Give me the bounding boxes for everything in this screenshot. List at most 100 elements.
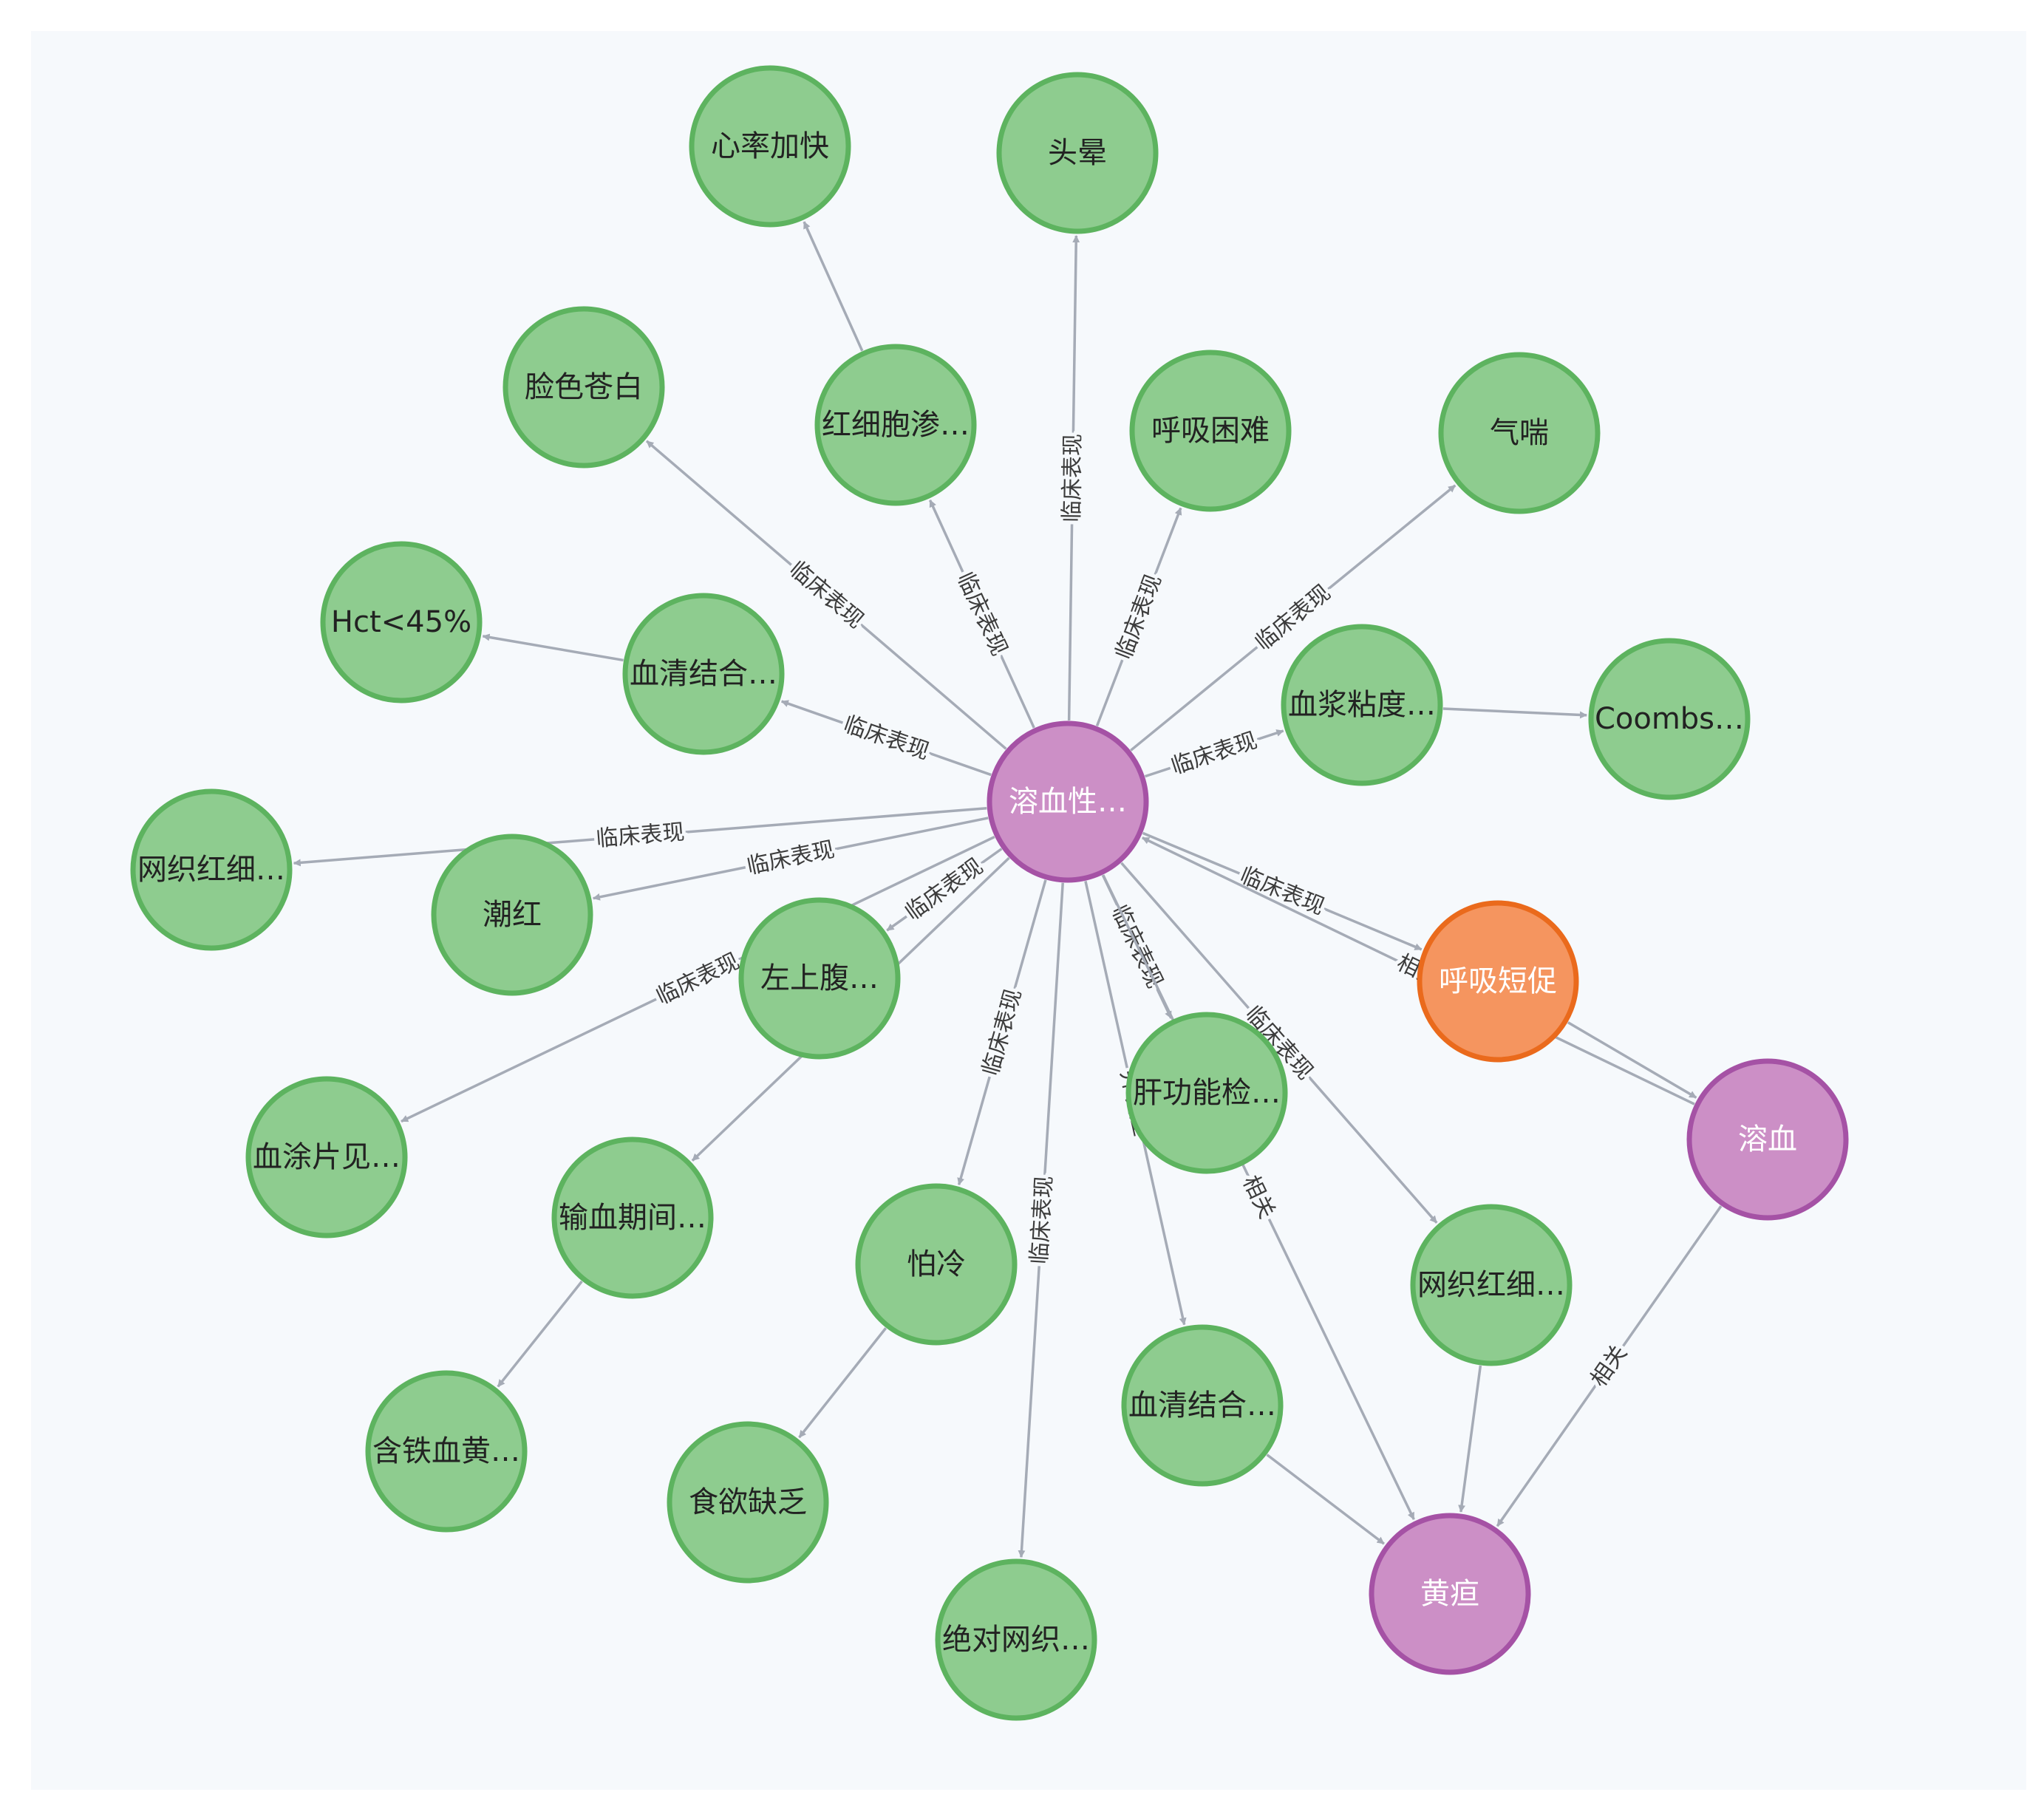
- node-flush[interactable]: 潮红: [431, 834, 593, 996]
- edge-hemolytic-to-dizziness[interactable]: [1067, 235, 1080, 721]
- node-label: 绝对网织…: [942, 1623, 1090, 1657]
- edge-label: 临床表现: [745, 836, 837, 879]
- node-short_breath[interactable]: 呼吸短促: [1417, 900, 1579, 1063]
- node-serum_bind_1[interactable]: 血清结合…: [622, 593, 785, 755]
- node-coombs[interactable]: Coombs…: [1588, 638, 1751, 800]
- node-label: 脸色苍白: [525, 370, 643, 404]
- edge-hemolysis-to-jaundice[interactable]: [1496, 1205, 1723, 1527]
- node-circle[interactable]: [1588, 638, 1751, 800]
- node-liver[interactable]: 肝功能检…: [1125, 1012, 1288, 1174]
- node-rbc_osmotic[interactable]: 红细胞渗…: [814, 344, 977, 506]
- node-circle[interactable]: [431, 834, 593, 996]
- node-circle[interactable]: [996, 72, 1159, 234]
- node-plasma_visc[interactable]: 血浆粘度…: [1281, 624, 1443, 786]
- node-circle[interactable]: [1125, 1012, 1288, 1174]
- node-label: 含铁血黄…: [372, 1434, 520, 1468]
- edge-hemolytic-to-pale[interactable]: [645, 440, 1007, 750]
- edge-rbc_osmotic-to-heart_rate[interactable]: [803, 221, 864, 352]
- node-label: 血清结合…: [630, 657, 777, 691]
- node-circle[interactable]: [365, 1370, 528, 1533]
- edge-serum_bind_1-to-hct[interactable]: [482, 633, 624, 662]
- node-pale[interactable]: 脸色苍白: [503, 306, 665, 468]
- node-circle[interactable]: [689, 65, 851, 228]
- edge-label: 临床表现: [1059, 434, 1086, 522]
- edge-label: 临床表现: [784, 556, 868, 634]
- node-circle[interactable]: [1417, 900, 1579, 1063]
- edge-hemolytic-to-short_breath[interactable]: [1142, 831, 1423, 951]
- edge-retic_2-to-jaundice[interactable]: [1458, 1365, 1482, 1513]
- node-dizziness[interactable]: 头晕: [996, 72, 1159, 234]
- edge-transfusion-to-hemosiderin[interactable]: [497, 1280, 583, 1388]
- node-circle[interactable]: [738, 897, 901, 1060]
- node-label: 血清结合…: [1128, 1388, 1276, 1422]
- node-hemosiderin[interactable]: 含铁血黄…: [365, 1370, 528, 1533]
- node-hct[interactable]: Hct<45%: [320, 541, 483, 703]
- node-label: 左上腹…: [760, 961, 879, 995]
- node-transfusion[interactable]: 输血期间…: [551, 1137, 714, 1299]
- edge-hemolytic-to-serum_bind_1[interactable]: [780, 700, 992, 777]
- edge-label: 临床表现: [1236, 862, 1328, 921]
- node-circle[interactable]: [1129, 350, 1292, 512]
- node-wheeze[interactable]: 气喘: [1438, 352, 1601, 514]
- edge-label: 临床表现: [1168, 727, 1261, 780]
- node-circle[interactable]: [1121, 1324, 1284, 1487]
- edge-serum_bind_2-to-jaundice[interactable]: [1266, 1454, 1385, 1545]
- node-label: 网织红细…: [1417, 1268, 1565, 1302]
- node-chills[interactable]: 怕冷: [855, 1183, 1018, 1346]
- edge-short_breath-to-hemolysis[interactable]: [1567, 1021, 1697, 1099]
- node-circle[interactable]: [130, 788, 293, 951]
- node-serum_bind_2[interactable]: 血清结合…: [1121, 1324, 1284, 1487]
- edge-hemolytic-to-retic_1[interactable]: [293, 806, 987, 867]
- node-label: 黄疸: [1420, 1577, 1479, 1611]
- node-circle[interactable]: [622, 593, 785, 755]
- edge-hemolytic-to-dyspnea[interactable]: [1095, 507, 1182, 726]
- knowledge-graph[interactable]: 临床表现临床表现临床表现临床表现临床表现临床表现临床表现临床表现临床表现临床表现…: [31, 31, 2026, 1790]
- node-circle[interactable]: [1686, 1058, 1849, 1221]
- node-circle[interactable]: [551, 1137, 714, 1299]
- node-circle[interactable]: [1369, 1513, 1531, 1675]
- node-circle[interactable]: [855, 1183, 1018, 1346]
- edge-label: 临床表现: [1111, 571, 1167, 664]
- edge-hemolytic-to-smear[interactable]: [401, 835, 995, 1123]
- node-circle[interactable]: [667, 1421, 829, 1584]
- node-circle[interactable]: [245, 1076, 408, 1238]
- node-circle[interactable]: [320, 541, 483, 703]
- node-abs_retic[interactable]: 绝对网织…: [935, 1558, 1097, 1721]
- node-circle[interactable]: [1438, 352, 1601, 514]
- node-circle[interactable]: [1281, 624, 1443, 786]
- edge-label: 相关: [1237, 1171, 1280, 1222]
- node-circle[interactable]: [1410, 1204, 1573, 1366]
- node-jaundice[interactable]: 黄疸: [1369, 1513, 1531, 1675]
- node-hemolytic[interactable]: 溶血性…: [987, 720, 1149, 883]
- node-circle[interactable]: [503, 306, 665, 468]
- node-dyspnea[interactable]: 呼吸困难: [1129, 350, 1292, 512]
- node-label: 溶血: [1738, 1122, 1797, 1156]
- edge-hemolytic-to-jaundice[interactable]: [1102, 874, 1415, 1520]
- node-label: 怕冷: [907, 1247, 966, 1281]
- edge-hemolytic-to-abs_retic[interactable]: [1018, 882, 1064, 1558]
- node-retic_1[interactable]: 网织红细…: [130, 788, 293, 951]
- edge-hemolytic-to-luq[interactable]: [886, 848, 1003, 932]
- edge-hemolytic-to-wheeze[interactable]: [1130, 484, 1457, 752]
- node-appetite[interactable]: 食欲缺乏: [667, 1421, 829, 1584]
- edge-hemolytic-to-plasma_visc[interactable]: [1144, 729, 1284, 778]
- node-retic_2[interactable]: 网织红细…: [1410, 1204, 1573, 1366]
- node-circle[interactable]: [935, 1558, 1097, 1721]
- node-circle[interactable]: [987, 720, 1149, 883]
- edge-plasma_visc-to-coombs[interactable]: [1442, 707, 1587, 719]
- node-hemolysis[interactable]: 溶血: [1686, 1058, 1849, 1221]
- edge-hemolytic-to-rbc_osmotic[interactable]: [928, 500, 1035, 729]
- node-heart_rate[interactable]: 心率加快: [689, 65, 851, 228]
- node-label: 气喘: [1490, 416, 1549, 450]
- node-luq[interactable]: 左上腹…: [738, 897, 901, 1060]
- graph-canvas[interactable]: 临床表现临床表现临床表现临床表现临床表现临床表现临床表现临床表现临床表现临床表现…: [31, 31, 2026, 1790]
- edge-chills-to-appetite[interactable]: [798, 1327, 888, 1439]
- edge-label: 临床表现: [1026, 1175, 1057, 1265]
- edge-hemolytic-to-chills[interactable]: [957, 879, 1047, 1186]
- node-label: 潮红: [483, 898, 542, 932]
- edge-label: 临床表现: [595, 819, 685, 852]
- node-smear[interactable]: 血涂片见…: [245, 1076, 408, 1238]
- edge-hemolytic-to-retic_2[interactable]: [1120, 862, 1438, 1224]
- node-circle[interactable]: [814, 344, 977, 506]
- edge-hemolytic-to-flush[interactable]: [592, 817, 989, 901]
